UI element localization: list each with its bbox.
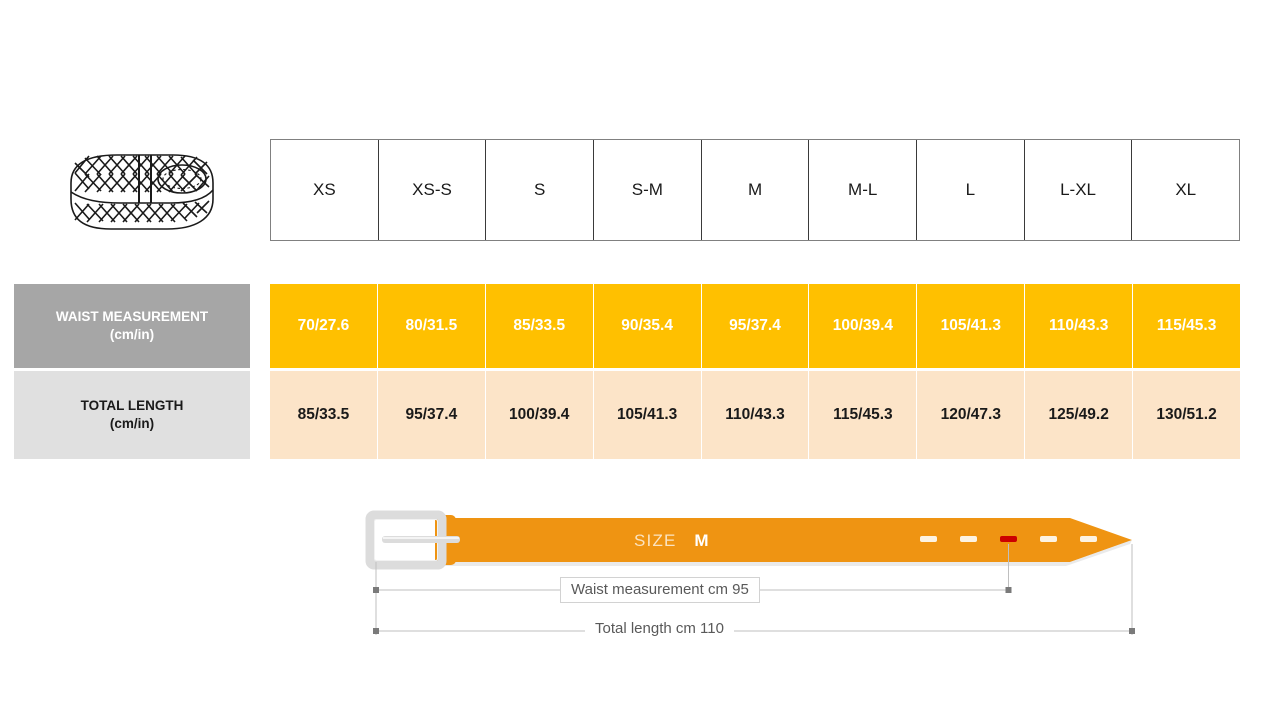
waist-measurement-label: WAIST MEASUREMENT (cm/in) <box>14 284 250 368</box>
table-cell: 125/49.2 <box>1025 371 1134 459</box>
belt-hole <box>960 536 977 542</box>
size-value-label: M <box>694 531 710 550</box>
table-cell: 100/39.4 <box>485 371 594 459</box>
total-label-line1: TOTAL LENGTH <box>80 397 184 413</box>
size-header-cell: XS <box>271 140 379 240</box>
size-header-row: XS XS-S S S-M M M-L L L-XL XL <box>270 139 1240 241</box>
table-cell: 70/27.6 <box>270 284 378 368</box>
table-cell: 90/35.4 <box>593 284 702 368</box>
belt-measurement-diagram <box>360 500 1160 650</box>
waist-label-line2: (cm/in) <box>109 327 155 342</box>
table-cell: 110/43.3 <box>701 371 810 459</box>
belt-size-caption: SIZE M <box>634 531 709 551</box>
belt-hole <box>1040 536 1057 542</box>
table-cell: 85/33.5 <box>270 371 378 459</box>
belt-hole-active <box>1000 536 1017 542</box>
total-length-row: TOTAL LENGTH (cm/in) 85/33.5 95/37.4 100… <box>0 371 1241 459</box>
size-header-cell: S-M <box>594 140 702 240</box>
braided-belt-icon <box>55 143 220 238</box>
table-cell: 110/43.3 <box>1025 284 1134 368</box>
waist-measurement-row: WAIST MEASUREMENT (cm/in) 70/27.6 80/31.… <box>0 284 1241 368</box>
table-cell: 105/41.3 <box>593 371 702 459</box>
table-cell: 80/31.5 <box>377 284 486 368</box>
table-cell: 120/47.3 <box>917 371 1026 459</box>
belt-strap <box>435 518 1132 562</box>
table-cell: 85/33.5 <box>485 284 594 368</box>
waist-label-line1: WAIST MEASUREMENT <box>55 308 209 324</box>
size-header-cell: XS-S <box>379 140 487 240</box>
size-prefix-label: SIZE <box>634 531 677 550</box>
size-header-cell: S <box>486 140 595 240</box>
total-length-callout: Total length cm 110 <box>585 617 734 641</box>
belt-hole <box>920 536 937 542</box>
size-header-cell: M-L <box>809 140 918 240</box>
table-cell: 115/45.3 <box>1133 284 1241 368</box>
total-length-label: TOTAL LENGTH (cm/in) <box>14 371 250 459</box>
table-cell: 115/45.3 <box>809 371 918 459</box>
waist-measurement-cells: 70/27.6 80/31.5 85/33.5 90/35.4 95/37.4 … <box>270 284 1241 368</box>
table-cell: 100/39.4 <box>809 284 918 368</box>
waist-measurement-callout: Waist measurement cm 95 <box>560 577 760 603</box>
total-length-cells: 85/33.5 95/37.4 100/39.4 105/41.3 110/43… <box>270 371 1241 459</box>
size-header-cell: M <box>702 140 810 240</box>
size-header-cell: XL <box>1175 180 1197 199</box>
size-header-cell: L-XL <box>1025 140 1133 240</box>
table-cell: 105/41.3 <box>917 284 1026 368</box>
total-dimension-line <box>373 628 1135 634</box>
size-header-cell: L <box>917 140 1025 240</box>
table-cell: 95/37.4 <box>701 284 810 368</box>
total-label-line2: (cm/in) <box>109 416 155 431</box>
table-cell: 130/51.2 <box>1133 371 1241 459</box>
table-cell: 95/37.4 <box>377 371 486 459</box>
belt-hole <box>1080 536 1097 542</box>
